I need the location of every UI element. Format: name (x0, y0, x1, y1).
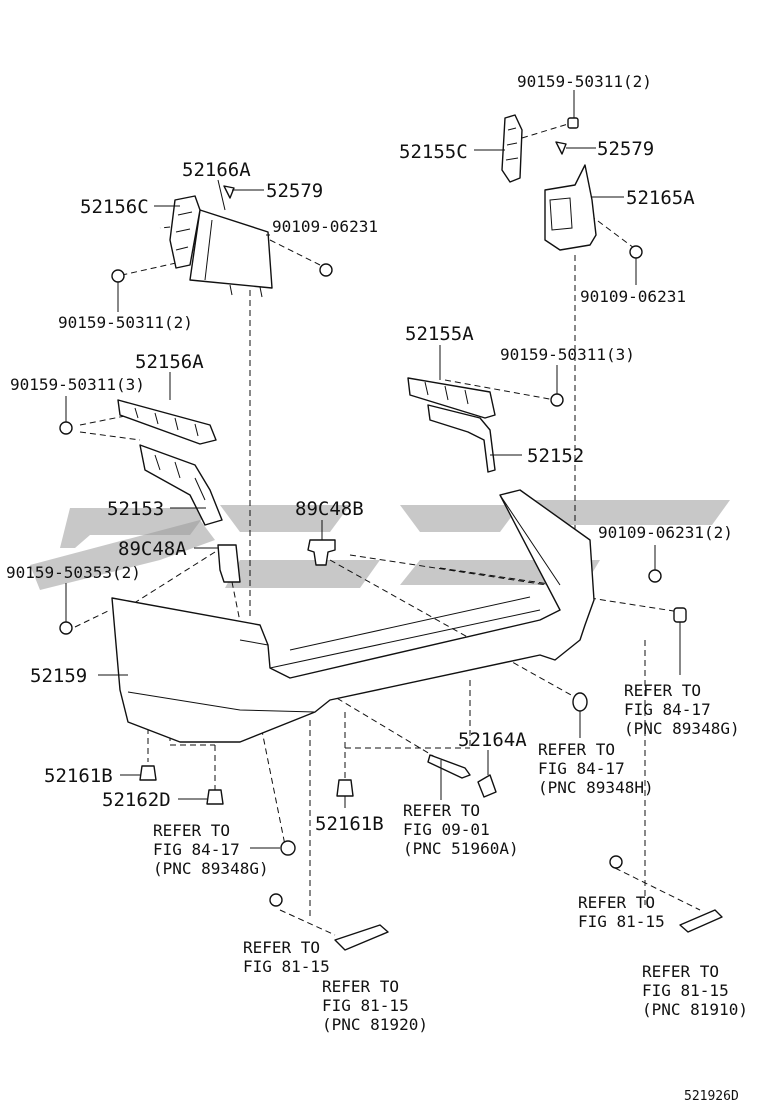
label-52579-left: 52579 (266, 180, 323, 202)
refer-note-r8-line-3: (PNC 81910) (642, 1000, 748, 1019)
refer-note-r1-line-1: REFER TO (624, 681, 701, 700)
label-52161B-left: 52161B (44, 765, 113, 787)
label-52162D: 52162D (102, 789, 171, 811)
label-89C48B: 89C48B (295, 498, 364, 520)
screw-icon (567, 117, 579, 129)
label-52156C: 52156C (80, 196, 149, 218)
refer-note-r5: REFER TO FIG 81-15 (578, 893, 665, 931)
assembly-lines (74, 123, 701, 936)
refer-note-r3-line-1: REFER TO (403, 801, 480, 820)
refer-note-r1: REFER TO FIG 84-17 (PNC 89348G) (624, 681, 740, 738)
label-90159-50311-2-left: 90159-50311(2) (58, 313, 193, 332)
label-52164A: 52164A (458, 729, 527, 751)
bracket-89C48A (217, 544, 241, 583)
screw-81-15-right-icon (609, 855, 623, 869)
clip-52161B-left-icon (139, 765, 157, 781)
bracket-52155C (501, 114, 523, 183)
refer-note-r7-line-2: FIG 81-15 (322, 996, 409, 1015)
refer-note-r7-line-3: (PNC 81920) (322, 1015, 428, 1034)
sensor-clip-89348H-icon (572, 692, 588, 712)
refer-note-r6-line-1: REFER TO (243, 938, 320, 957)
reflector-81920 (334, 924, 389, 951)
label-90109-06231-2: 90109-06231(2) (598, 523, 733, 542)
bracket-52156A (117, 399, 217, 445)
sensor-clip-89348G-right-icon (673, 607, 687, 623)
label-90109-06231-left: 90109-06231 (272, 217, 378, 236)
bracket-52152 (427, 404, 496, 473)
label-90159-50353-2: 90159-50353(2) (6, 563, 141, 582)
label-52155C: 52155C (399, 141, 468, 163)
refer-note-r6: REFER TO FIG 81-15 (243, 938, 330, 976)
refer-note-r3-line-2: FIG 09-01 (403, 820, 490, 839)
refer-note-r7-line-1: REFER TO (322, 977, 399, 996)
bolt-90109-06231-2-icon (648, 569, 662, 583)
refer-note-r8: REFER TO FIG 81-15 (PNC 81910) (642, 962, 748, 1019)
towing-hook-51960A (427, 754, 471, 779)
label-52155A: 52155A (405, 323, 474, 345)
refer-note-r2-line-2: FIG 84-17 (538, 759, 625, 778)
label-52152: 52152 (527, 445, 584, 467)
label-90109-06231-right: 90109-06231 (580, 287, 686, 306)
bumper-cover-52159 (111, 489, 595, 743)
clip-52579-right-icon (555, 141, 567, 155)
cap-52164A-icon (477, 774, 497, 798)
refer-note-r4-line-2: FIG 84-17 (153, 840, 240, 859)
screw-90159-50311-3-right-icon (550, 393, 564, 407)
refer-note-r3: REFER TO FIG 09-01 (PNC 51960A) (403, 801, 519, 858)
bolt-90109-06231-left-icon (319, 263, 333, 277)
label-52165A: 52165A (626, 187, 695, 209)
label-89C48A: 89C48A (118, 538, 187, 560)
clip-52579-left-icon (223, 185, 235, 199)
bracket-52153 (139, 444, 223, 526)
refer-note-r8-line-2: FIG 81-15 (642, 981, 729, 1000)
cover-52166A (189, 209, 273, 298)
refer-note-r6-line-2: FIG 81-15 (243, 957, 330, 976)
leader-lines (65, 90, 681, 849)
bolt-90109-06231-right-icon (629, 245, 643, 259)
label-52156A: 52156A (135, 351, 204, 373)
screw-90159-50353-icon (59, 621, 73, 635)
label-90159-50311-3-right: 90159-50311(3) (500, 345, 635, 364)
label-52579-right: 52579 (597, 138, 654, 160)
part-labels: 90159-50311(2) 52155C 52579 52165A 90109… (6, 72, 733, 835)
screw-90159-50311-left-icon (111, 269, 125, 283)
refer-note-r1-line-3: (PNC 89348G) (624, 719, 740, 738)
bracket-52155A (407, 377, 496, 419)
screw-81-15-left-icon (269, 893, 283, 907)
bracket-52156C (169, 195, 201, 269)
refer-note-r4-line-1: REFER TO (153, 821, 230, 840)
refer-note-r4: REFER TO FIG 84-17 (PNC 89348G) (153, 821, 269, 878)
refer-note-r2-line-3: (PNC 89348H) (538, 778, 654, 797)
label-52166A: 52166A (182, 159, 251, 181)
refer-note-r5-line-2: FIG 81-15 (578, 912, 665, 931)
sensor-clip-89348G-left-icon (280, 840, 296, 856)
refer-note-r2: REFER TO FIG 84-17 (PNC 89348H) (538, 740, 654, 797)
label-52159: 52159 (30, 665, 87, 687)
label-52153: 52153 (107, 498, 164, 520)
reflector-81910 (679, 909, 723, 933)
refer-note-r4-line-3: (PNC 89348G) (153, 859, 269, 878)
cover-52165A (544, 164, 597, 251)
clip-52161B-center-icon (336, 779, 354, 797)
label-52161B-center: 52161B (315, 813, 384, 835)
refer-note-r7: REFER TO FIG 81-15 (PNC 81920) (322, 977, 428, 1034)
refer-note-r3-line-3: (PNC 51960A) (403, 839, 519, 858)
refer-note-r5-line-1: REFER TO (578, 893, 655, 912)
screw-90159-50311-3-left-icon (59, 421, 73, 435)
label-90159-50311-3-left: 90159-50311(3) (10, 375, 145, 394)
clip-52162D-icon (206, 789, 224, 805)
refer-note-r2-line-1: REFER TO (538, 740, 615, 759)
refer-note-r8-line-1: REFER TO (642, 962, 719, 981)
label-90159-50311-2-top: 90159-50311(2) (517, 72, 652, 91)
bracket-89C48B (307, 539, 336, 566)
diagram-id-code: 521926D (684, 1089, 739, 1104)
refer-note-r1-line-2: FIG 84-17 (624, 700, 711, 719)
